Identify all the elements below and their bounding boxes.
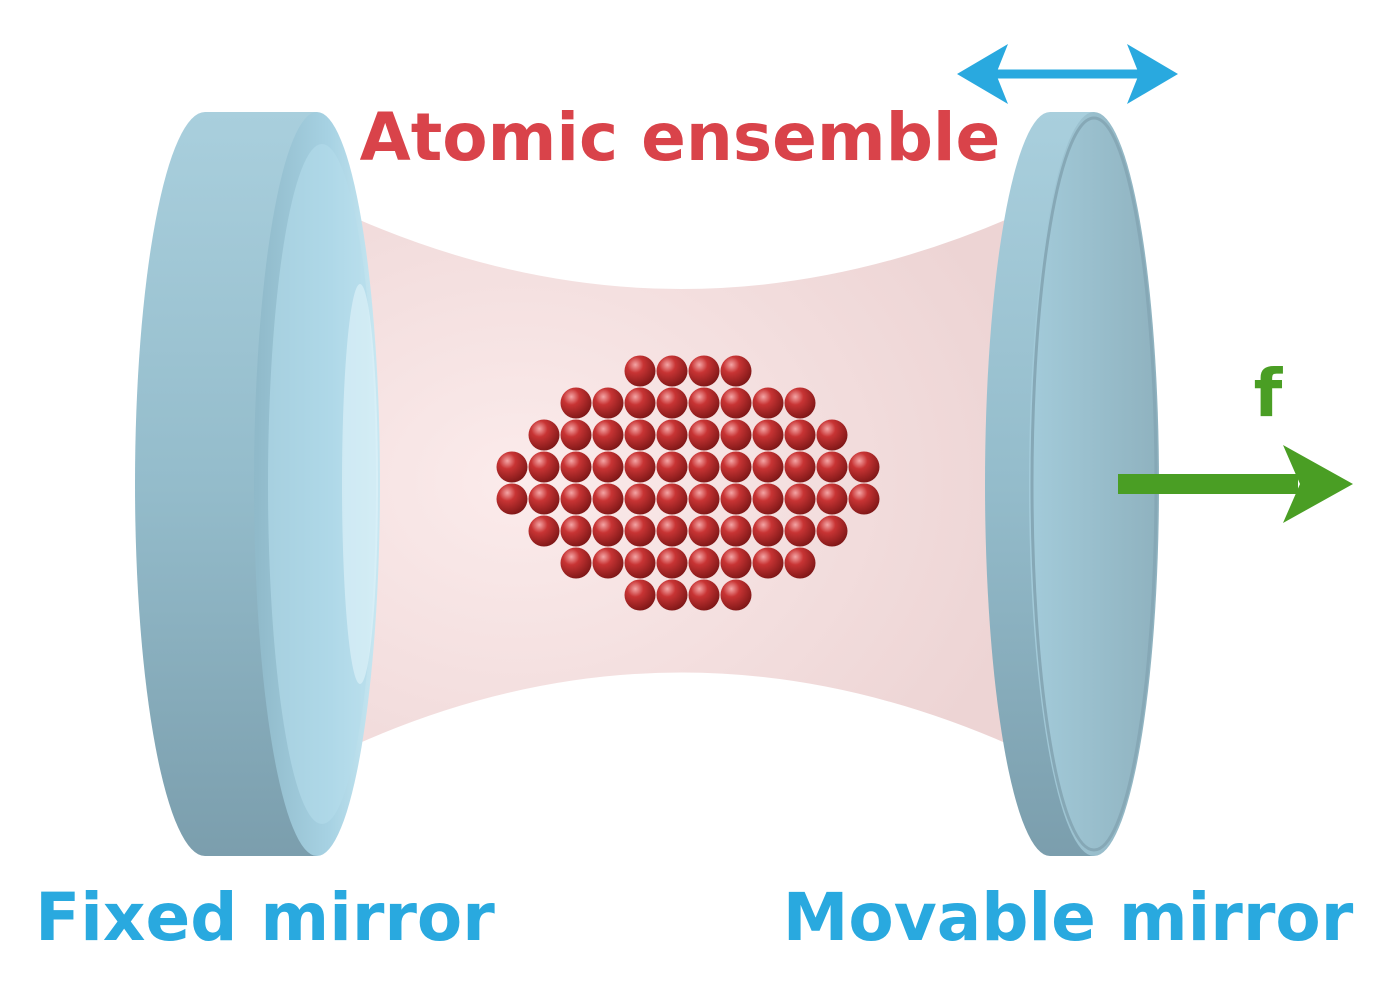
atom xyxy=(720,451,752,483)
atom xyxy=(560,515,592,547)
atom xyxy=(624,515,656,547)
atom xyxy=(592,483,624,515)
force-label: f xyxy=(1254,355,1284,432)
fixed-mirror xyxy=(135,112,380,856)
atom xyxy=(688,355,720,387)
atomic-ensemble xyxy=(496,355,880,611)
atom xyxy=(592,547,624,579)
atom xyxy=(720,419,752,451)
atom xyxy=(624,419,656,451)
atom xyxy=(848,451,880,483)
atom xyxy=(752,515,784,547)
atom xyxy=(816,419,848,451)
force-arrow-icon xyxy=(1118,445,1353,523)
atom xyxy=(528,419,560,451)
atom xyxy=(656,355,688,387)
atom xyxy=(592,419,624,451)
atom xyxy=(720,355,752,387)
atom xyxy=(592,515,624,547)
atom xyxy=(624,387,656,419)
atom xyxy=(528,483,560,515)
atom xyxy=(656,387,688,419)
atom xyxy=(784,387,816,419)
atom xyxy=(496,451,528,483)
atom xyxy=(528,515,560,547)
atom xyxy=(656,483,688,515)
mirror-motion-arrow-icon xyxy=(957,44,1178,104)
atom xyxy=(560,451,592,483)
atom xyxy=(784,419,816,451)
atom xyxy=(688,451,720,483)
atom xyxy=(784,451,816,483)
atom xyxy=(816,483,848,515)
atom xyxy=(560,387,592,419)
atomic-ensemble-label: Atomic ensemble xyxy=(360,99,1001,176)
atom xyxy=(688,547,720,579)
atom xyxy=(496,483,528,515)
movable-mirror-label: Movable mirror xyxy=(783,879,1354,956)
atom xyxy=(592,451,624,483)
atom xyxy=(752,547,784,579)
atom xyxy=(624,355,656,387)
atom xyxy=(656,547,688,579)
atom xyxy=(688,387,720,419)
atom xyxy=(848,483,880,515)
atom xyxy=(720,483,752,515)
atom xyxy=(560,483,592,515)
atom xyxy=(688,419,720,451)
atom xyxy=(592,387,624,419)
atom xyxy=(720,515,752,547)
atom xyxy=(624,483,656,515)
atom xyxy=(688,483,720,515)
atom xyxy=(656,451,688,483)
cavity-beam xyxy=(355,218,1010,745)
atom xyxy=(752,419,784,451)
atom xyxy=(816,515,848,547)
atom xyxy=(720,579,752,611)
atom xyxy=(560,419,592,451)
atom xyxy=(784,483,816,515)
atom xyxy=(624,451,656,483)
atom xyxy=(752,387,784,419)
atom xyxy=(752,483,784,515)
atom xyxy=(560,547,592,579)
atom xyxy=(720,547,752,579)
atom xyxy=(656,579,688,611)
atom xyxy=(656,515,688,547)
atom xyxy=(688,579,720,611)
atom xyxy=(752,451,784,483)
atom xyxy=(688,515,720,547)
atom xyxy=(624,579,656,611)
atom xyxy=(784,515,816,547)
atom xyxy=(528,451,560,483)
atom xyxy=(624,547,656,579)
atom xyxy=(784,547,816,579)
atom xyxy=(656,419,688,451)
atom xyxy=(816,451,848,483)
fixed-mirror-label: Fixed mirror xyxy=(35,879,495,956)
movable-mirror xyxy=(985,112,1159,856)
atom xyxy=(720,387,752,419)
